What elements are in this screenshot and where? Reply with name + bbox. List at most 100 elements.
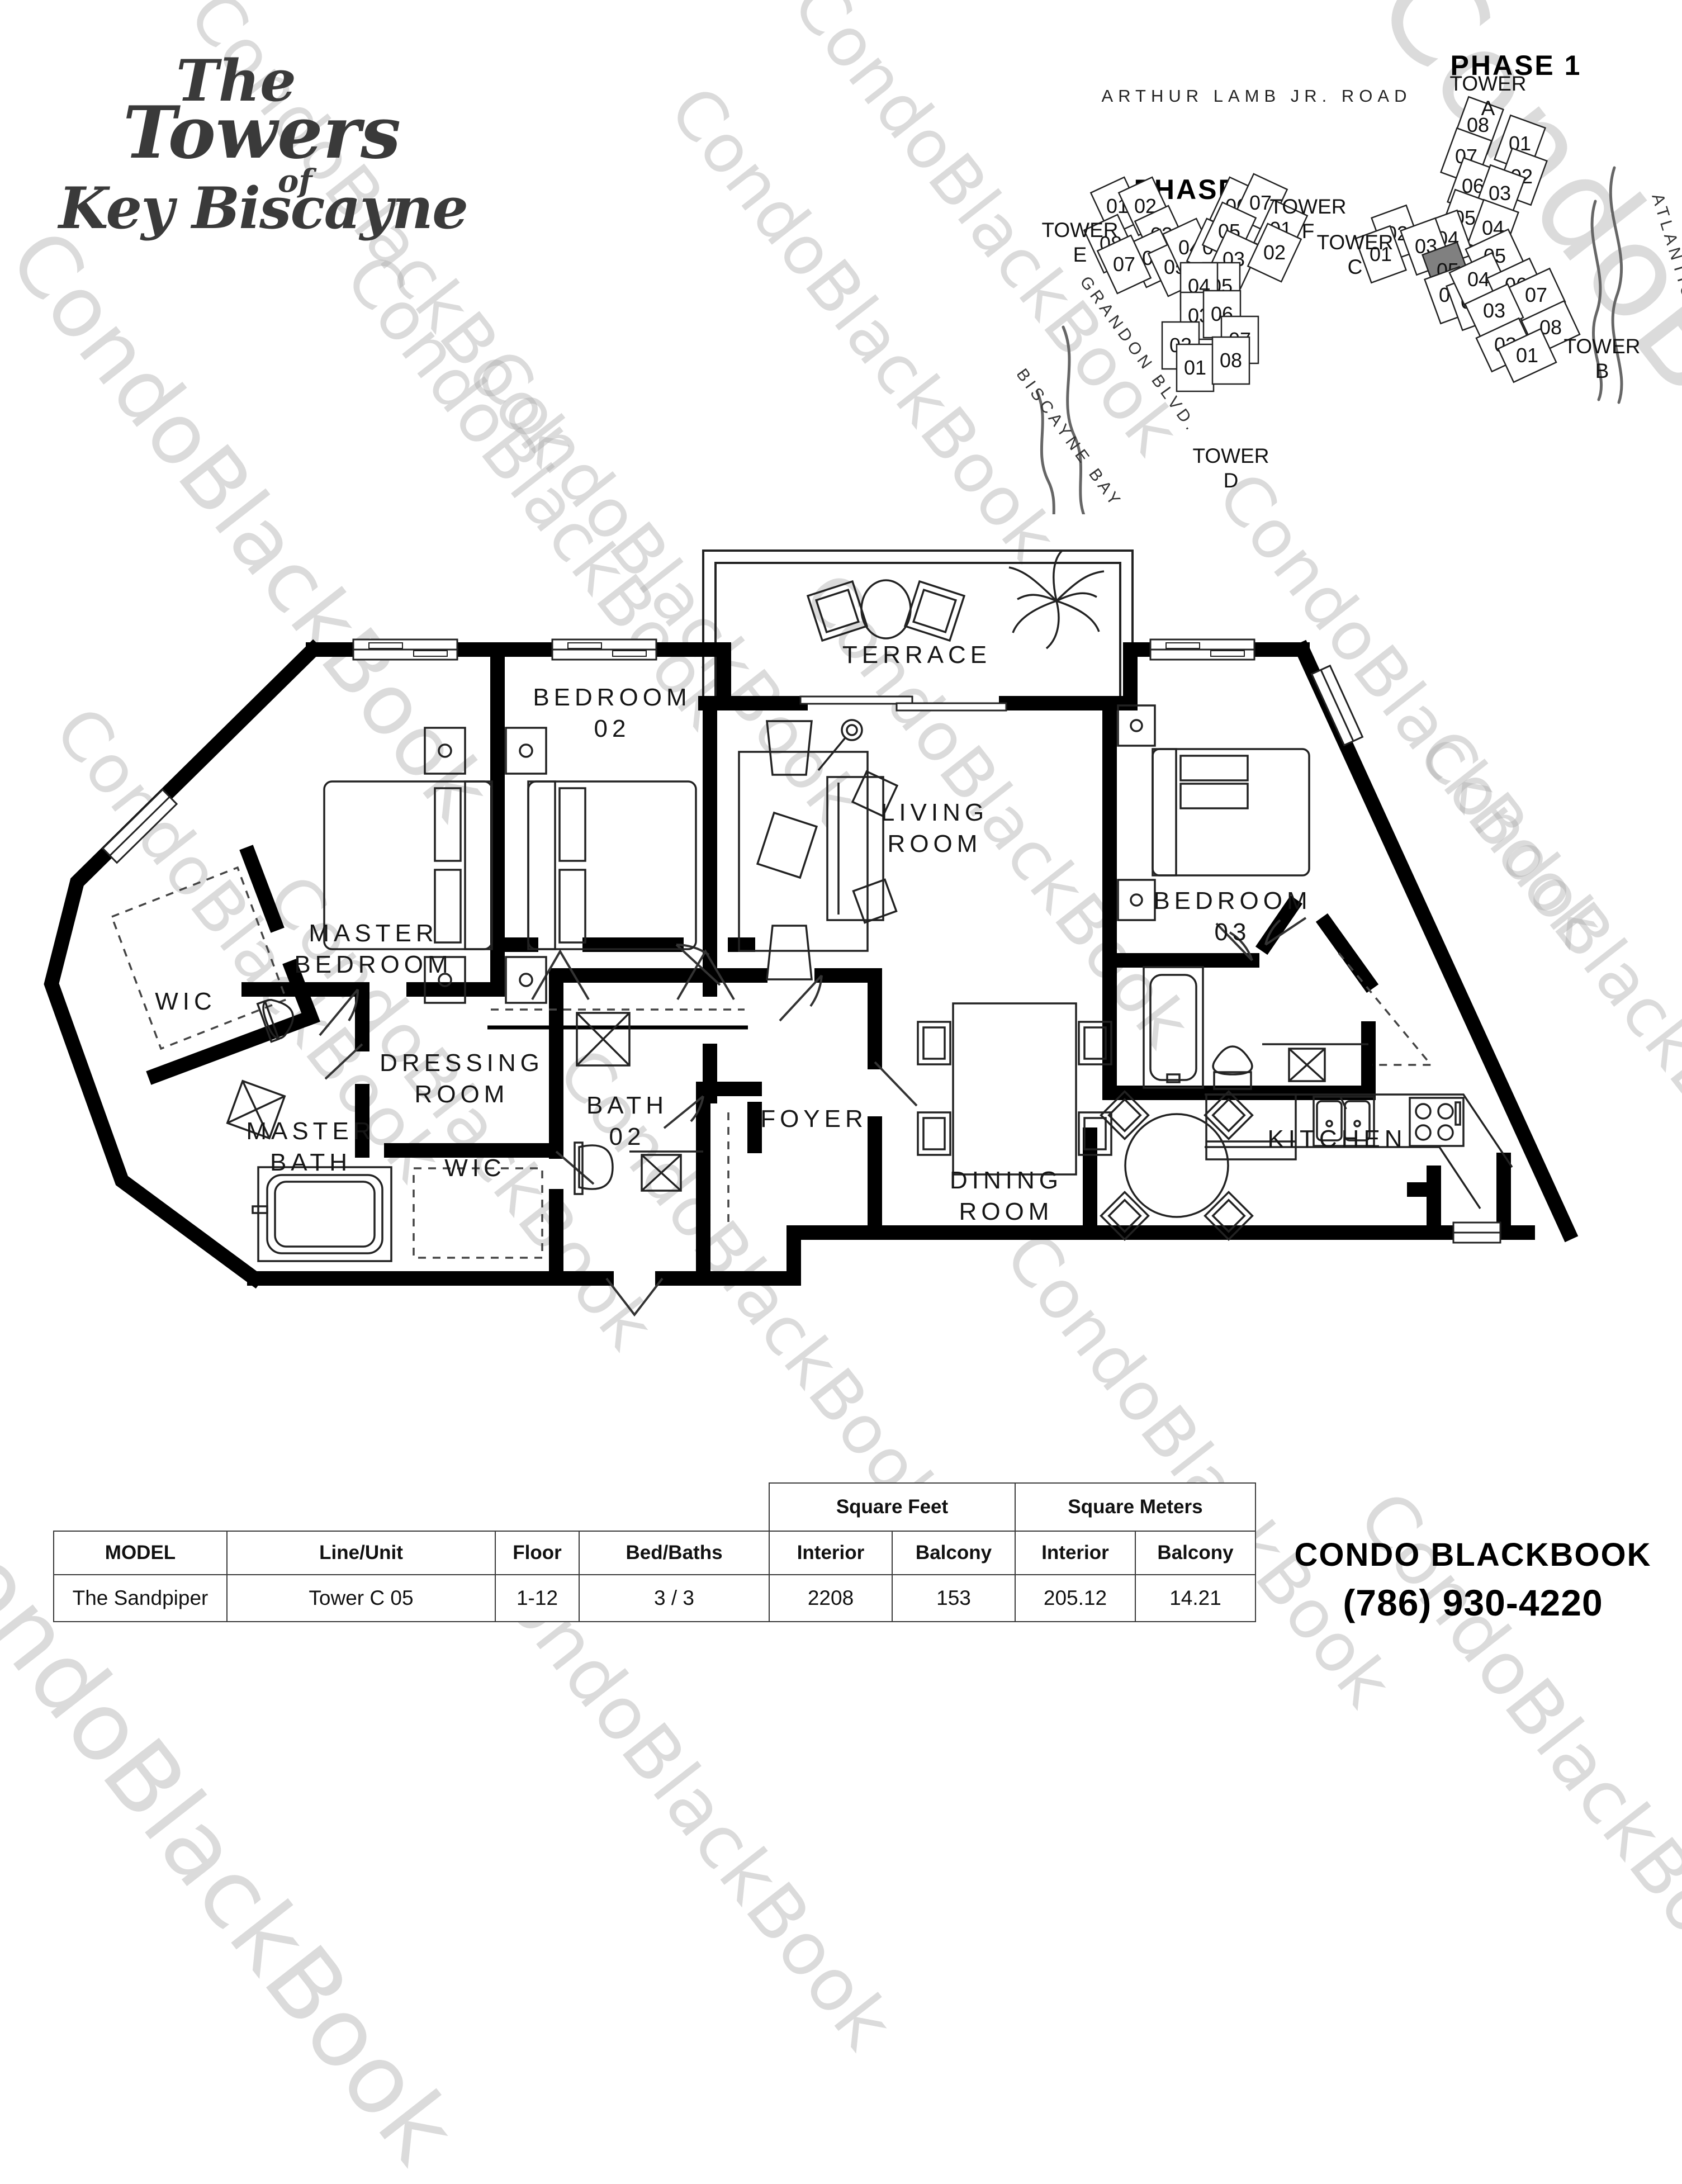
site-unit-number: 03	[1489, 182, 1511, 205]
door-master	[319, 988, 359, 1036]
bed03-bed	[1117, 704, 1310, 921]
logo-line-the: The	[176, 48, 296, 115]
atlantic-ocean-label: ATLANTIC OCEAN	[1648, 191, 1682, 387]
phase1-title: PHASE 1	[1451, 50, 1582, 81]
furniture	[226, 549, 1513, 1262]
site-unit-number: 07	[1249, 191, 1272, 214]
window-bed02	[551, 638, 657, 661]
window-diagonal-right	[1310, 664, 1364, 747]
cell-lineunit: Tower C 05	[226, 1574, 496, 1622]
bath03-toilet	[1212, 1045, 1253, 1090]
cell-balcony-sf: 153	[892, 1574, 1016, 1622]
door-bath02	[663, 1095, 704, 1129]
site-unit-number: 07	[1113, 253, 1135, 276]
bifold-left	[531, 949, 590, 1001]
closet-dashed-lines	[110, 866, 1433, 1259]
towers-key-biscayne-logo: The Towers of Key Biscayne	[59, 48, 517, 249]
logo-line-key: Key Biscayne	[59, 175, 468, 242]
atlantic-wave-2	[1590, 200, 1603, 401]
col-lineunit: Line/Unit	[226, 1531, 496, 1575]
room-label-kitchen: KITCHEN	[1267, 1125, 1406, 1153]
spec-table-wrap: Square Feet Square Meters MODEL Line/Uni…	[53, 1482, 1256, 1622]
site-unit-number: 02	[1263, 241, 1286, 264]
phase2-cluster: 0102030806070504040607050103020504030602…	[1083, 173, 1309, 392]
cell-floor: 1-12	[495, 1574, 580, 1622]
wall-wic1-south	[146, 1008, 320, 1085]
cell-model: The Sandpiper	[53, 1574, 228, 1622]
site-plan: ARTHUR LAMB JR. ROAD PHASE 2 PHASE 1 GRA…	[1017, 50, 1682, 514]
wic2-dashed	[413, 1167, 543, 1259]
biscayne-shore-line	[1035, 390, 1055, 514]
kitchen-fixtures	[1100, 1090, 1513, 1241]
site-unit-number: 01	[1516, 344, 1538, 367]
col-balcony-sm: Balcony	[1135, 1531, 1256, 1575]
door-hall	[779, 974, 823, 1022]
door-dining	[874, 1061, 918, 1107]
wall-right-diagonal	[1292, 639, 1579, 1243]
biscayne-bay-label: BISCAYNE BAY	[1017, 366, 1126, 512]
grandon-road-line	[1062, 325, 1086, 514]
footer-brand: CONDO BLACKBOOK (786) 930-4220	[1280, 1536, 1666, 1624]
master-bed	[323, 727, 493, 1004]
master-tub	[252, 1166, 392, 1262]
cell-balcony-sm: 14.21	[1135, 1574, 1256, 1622]
bath03-fixtures	[1143, 966, 1368, 1090]
entry-door-v[interactable]	[605, 1277, 664, 1317]
bed03-closet-dashed	[1338, 952, 1433, 1066]
unit-floor-plan: TERRACEBEDROOM02MASTERBEDROOMLIVINGROOMB…	[44, 549, 1579, 1317]
phase1-cluster: 0801070206030504020403010507060504060703…	[1354, 96, 1581, 383]
door-bath03	[1215, 922, 1253, 961]
site-unit	[1497, 328, 1557, 383]
cell-interior-sm: 205.12	[1015, 1574, 1136, 1622]
site-unit-number: 08	[1220, 349, 1242, 372]
bath02-toilet	[574, 1141, 614, 1195]
group-header-sqm: Square Meters	[1015, 1482, 1256, 1532]
kitchen-sink	[1313, 1096, 1375, 1147]
site-unit-number: 07	[1525, 283, 1547, 306]
window-kitchen	[1452, 1221, 1501, 1244]
terrace-slider-door	[799, 695, 1007, 712]
brand-phone: (786) 930-4220	[1343, 1582, 1603, 1623]
col-model: MODEL	[53, 1531, 228, 1575]
window-master	[352, 638, 458, 661]
site-unit	[1096, 234, 1152, 295]
table-row: The Sandpiper Tower C 05 1-12 3 / 3 2208…	[53, 1574, 1256, 1622]
map-water-lines	[1035, 166, 1623, 514]
dining-furniture	[917, 1002, 1112, 1176]
wic1-dashed	[110, 866, 288, 1050]
living-room-furniture	[738, 719, 899, 980]
master-bath-fixtures	[226, 999, 392, 1262]
bath03-tub	[1143, 966, 1204, 1089]
site-unit	[1176, 343, 1215, 392]
cell-bedbaths: 3 / 3	[579, 1574, 770, 1622]
window-wic-diagonal	[101, 788, 178, 864]
col-bedbaths: Bed/Baths	[579, 1531, 770, 1575]
site-unit-number: 01	[1184, 356, 1206, 379]
plant-icon	[1008, 549, 1105, 650]
bath02-fixtures	[574, 1012, 703, 1195]
door-masterbath	[324, 1043, 363, 1080]
logo-line-towers: Towers	[123, 91, 401, 175]
wall-bed03-closet-b	[1315, 913, 1379, 993]
col-interior-sf: Interior	[769, 1531, 893, 1575]
col-interior-sm: Interior	[1015, 1531, 1136, 1575]
site-unit	[1211, 336, 1250, 385]
group-header-sqft: Square Feet	[769, 1482, 1016, 1532]
terrace-border	[702, 549, 1134, 702]
stove-icon	[1409, 1097, 1465, 1147]
cell-interior-sf: 2208	[769, 1574, 893, 1622]
